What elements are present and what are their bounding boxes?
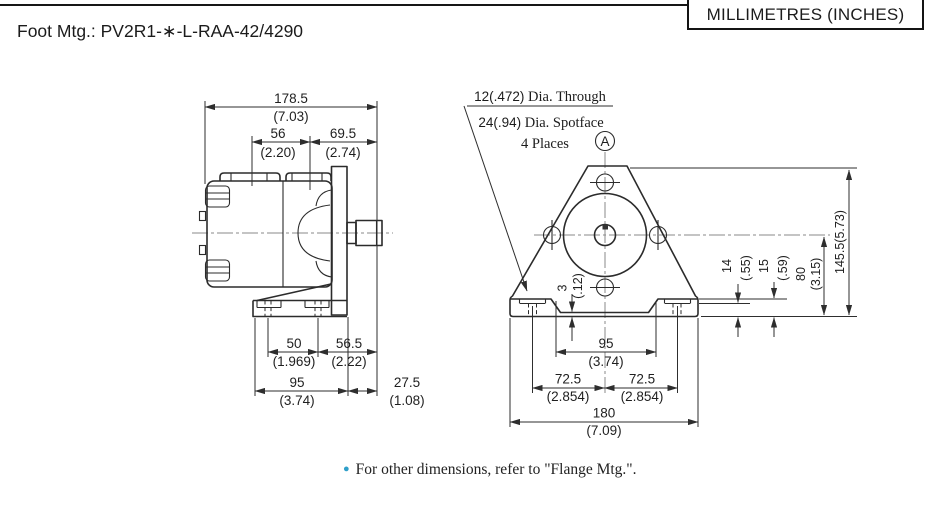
hole-note-line1-num: 12(.472)	[474, 89, 524, 104]
pump-body-outline	[206, 180, 333, 288]
datum-a-circle	[594, 130, 616, 152]
dim-pad-h1-in: (.55)	[739, 255, 753, 281]
front-view: 12(.472) Dia. Through 24(.94) Dia. Spotf…	[463, 89, 857, 438]
side-view: 178.5 (7.03) 56 (2.20) 69.5 (2.74) 50 (1…	[192, 91, 425, 408]
footer-note-text: For other dimensions, refer to "Flange M…	[355, 461, 637, 478]
front-dimension-lines	[509, 169, 853, 426]
dim-bolt-to-shaft-in: (2.22)	[331, 354, 366, 369]
table-bottom-rule	[0, 4, 688, 6]
base-step-profile	[510, 298, 698, 314]
hole-note-leader	[463, 105, 528, 292]
dim-pad-h1-mm: 14	[720, 259, 734, 273]
dim-base-len-mm: 95	[289, 375, 304, 390]
dim-rear-mm: 56	[270, 126, 285, 141]
dim-bolt-span-in: (3.74)	[588, 354, 623, 369]
dim-foot-bolt-span-mm: 50	[286, 336, 301, 351]
hole-note-line3: 4 Places	[521, 136, 569, 152]
dim-shaft-ext-mm: 27.5	[394, 375, 420, 390]
dim-overall-in: (7.03)	[273, 109, 308, 124]
dim-foot-bolt-span-in: (1.969)	[273, 354, 316, 369]
dim-foot-r-mm: 72.5	[629, 372, 655, 387]
hole-note-line2-text: Dia. Spotface	[521, 115, 604, 131]
dim-front-in: (2.74)	[325, 145, 360, 160]
keyway	[602, 224, 608, 230]
side-pump-body	[198, 165, 383, 318]
dim-shaft-ext-in: (1.08)	[389, 393, 424, 408]
dim-base-w-mm: 180	[593, 406, 616, 421]
hole-note: 12(.472) Dia. Through 24(.94) Dia. Spotf…	[463, 89, 613, 292]
dim-base-w-in: (7.09)	[586, 423, 621, 438]
footer-note: ● For other dimensions, refer to "Flange …	[343, 461, 637, 479]
flange-fillet-top	[315, 189, 332, 207]
bullet-icon: ●	[343, 463, 350, 475]
front-dimensions: 3 (.12) 14 (.55) 15 (.59) 80 (3.15) 145.…	[509, 167, 857, 438]
dim-foot-l-mm: 72.5	[555, 372, 581, 387]
mounting-flange-plate	[330, 165, 348, 316]
dim-overall-mm: 178.5	[274, 91, 308, 106]
front-extension-lines	[509, 167, 857, 427]
units-box: MILLIMETRES (INCHES)	[687, 0, 924, 30]
dim-total-h: 145.5(5.73)	[833, 210, 847, 274]
units-label: MILLIMETRES (INCHES)	[706, 5, 905, 24]
bearing-contour	[297, 204, 331, 262]
dim-foot-l-in: (2.854)	[547, 389, 590, 404]
foot-bolt-holes-hidden	[264, 300, 322, 317]
pilot-circle	[562, 192, 648, 278]
hole-note-line2: 24(.94) Dia. Spotface	[478, 115, 603, 131]
dim-foot-r-in: (2.854)	[621, 389, 664, 404]
foot-bracket	[252, 283, 347, 318]
dim-bolt-to-shaft-mm: 56.5	[336, 336, 362, 351]
foot-spotface-notches	[256, 300, 330, 309]
dim-step-in: (.12)	[571, 273, 585, 299]
hole-note-line1-text: Dia. Through	[524, 89, 606, 105]
side-dimensions: 178.5 (7.03) 56 (2.20) 69.5 (2.74) 50 (1…	[204, 91, 425, 408]
pad-spotface-ticks	[518, 299, 692, 305]
hole-note-line2-num: 24(.94)	[478, 115, 521, 130]
dim-pad-h2-mm: 15	[757, 259, 771, 273]
top-lug-rear	[219, 172, 281, 181]
page-title: Foot Mtg.: PV2R1-∗-L-RAA-42/4290	[17, 21, 304, 41]
datum-a-label: A	[600, 134, 609, 149]
dim-pad-h2-in: (.59)	[776, 255, 790, 281]
mounting-bolt-holes	[542, 173, 668, 297]
pad-bolt-holes-hidden	[528, 303, 682, 316]
side-extension-lines	[204, 101, 378, 396]
top-lug-ticks	[230, 173, 323, 181]
dim-front-mm: 69.5	[330, 126, 356, 141]
dim-step-mm: 3	[556, 284, 570, 291]
flange-fillet-bottom	[315, 260, 332, 278]
front-flange	[509, 165, 699, 318]
dim-rear-in: (2.20)	[260, 145, 295, 160]
dim-bolt-span-mm: 95	[598, 336, 613, 351]
rear-cover-bosses	[198, 185, 231, 282]
dim-center-h-mm: 80	[794, 267, 808, 281]
dim-base-len-in: (3.74)	[279, 393, 314, 408]
side-dimension-lines	[204, 103, 378, 395]
top-lug-front	[285, 172, 332, 181]
dim-center-h-in: (3.15)	[809, 258, 823, 291]
flange-outline	[509, 165, 699, 318]
datum-a: A	[594, 130, 616, 152]
hole-note-line1: 12(.472) Dia. Through	[474, 89, 607, 105]
